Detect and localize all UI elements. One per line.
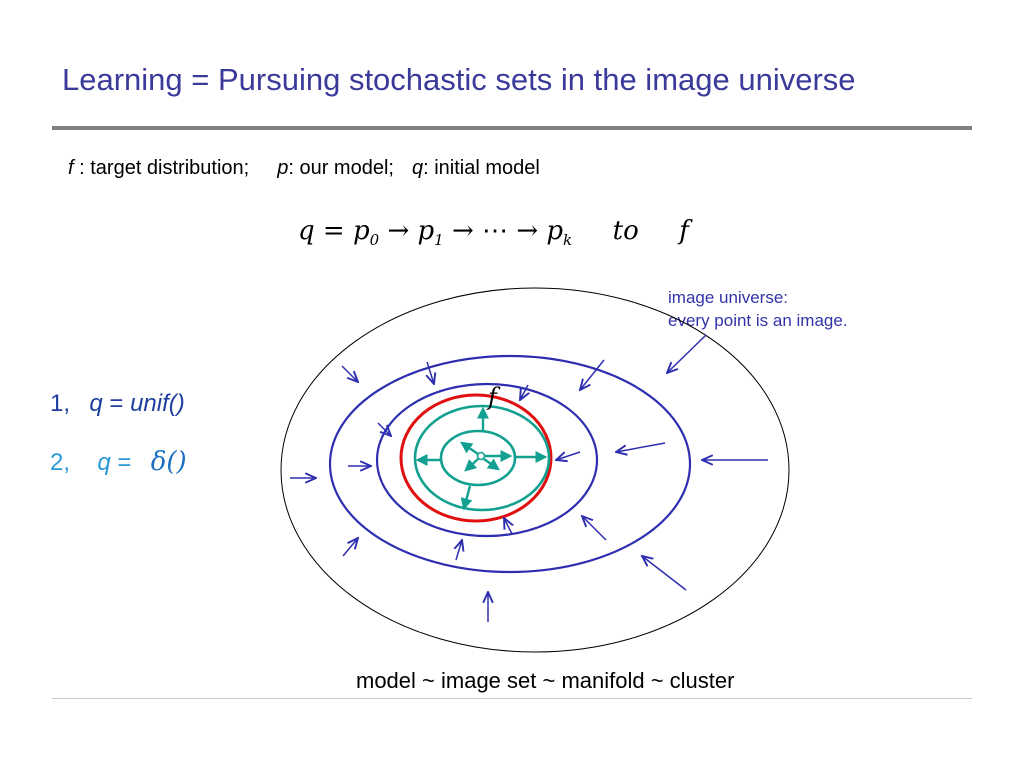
case1-q: q [89, 390, 103, 417]
f-symbol: f [68, 157, 74, 179]
formula-p1: p1 [417, 216, 444, 250]
outer-model-ellipse [328, 354, 692, 574]
p-symbol: p [277, 157, 289, 179]
case1-equals: = [109, 390, 124, 417]
expand-arrow-southeast-inner [483, 458, 500, 471]
pursuit-arrow-16 [642, 556, 687, 591]
initial-outer-ellipse [413, 404, 551, 512]
bottom-caption: model ~ image set ~ manifold ~ cluster [356, 668, 735, 693]
pursuit-arrow-7 [556, 451, 581, 460]
formula-equals: = [322, 216, 345, 246]
universe-note-line-2: every point is an image. [668, 311, 848, 330]
pursuit-arrow-4 [667, 334, 707, 373]
slide-title: Learning = Pursuing stochastic sets in t… [62, 62, 856, 97]
q-definition: : initial model [423, 157, 540, 179]
formula-arrow-2: → [451, 216, 474, 246]
universe-note-line-1: image universe: [668, 288, 789, 307]
case1-value: unif() [130, 390, 185, 417]
p-definition: : our model; [288, 157, 394, 179]
image-universe-note: image universe: every point is an image. [668, 286, 848, 332]
title-divider [52, 126, 972, 130]
formula-ellipsis: ⋯ [482, 216, 509, 246]
pursuit-arrow-14 [504, 518, 512, 535]
expand-arrow-northwest-inner [460, 441, 479, 455]
definitions-line: f : target distribution; p: our model; q: … [68, 157, 540, 180]
formula-p0: p0 [352, 216, 380, 250]
pursuit-arrow-9 [377, 422, 391, 436]
formula-pk: pk [546, 216, 573, 250]
bottom-divider [52, 698, 972, 699]
formula-q: q [298, 216, 315, 246]
expand-arrow-southwest-inner [464, 458, 479, 472]
case2-value: δ() [150, 447, 187, 477]
case2-number: 2, [50, 449, 71, 476]
pursuit-arrow-2 [427, 361, 434, 384]
case2-equals: = [117, 449, 132, 476]
formula-arrow-1: → [387, 216, 410, 246]
pursuit-arrow-8 [520, 384, 528, 400]
case2-q: q [97, 449, 111, 476]
pursuit-arrow-1 [341, 365, 358, 382]
pursuit-arrow-12 [342, 538, 358, 557]
pursuit-arrow-3 [580, 359, 605, 390]
universe-ellipse [280, 287, 790, 653]
case1-number: 1, [50, 390, 71, 417]
case-uniform-init: 1, q = unif() [50, 390, 185, 418]
pursuit-arrow-6 [616, 442, 666, 452]
q-symbol: q [411, 157, 424, 179]
initial-inner-ellipse [439, 429, 517, 487]
target-distribution-ellipse [399, 393, 553, 523]
expand-arrow-south-outer [460, 485, 473, 511]
delta-center-point [476, 451, 486, 461]
formula-f: f [679, 216, 689, 246]
f-definition: : target distribution; [73, 157, 250, 179]
pursuit-arrow-15 [582, 516, 607, 541]
learning-sequence-formula: q = p0 → p1 → ⋯ → pk to f [298, 216, 689, 249]
case-delta-init: 2, q = δ() [50, 447, 187, 477]
formula-to: to [612, 216, 639, 246]
pursuit-arrow-13 [456, 540, 462, 561]
inner-model-ellipse [375, 382, 599, 538]
formula-arrow-3: → [516, 216, 539, 246]
